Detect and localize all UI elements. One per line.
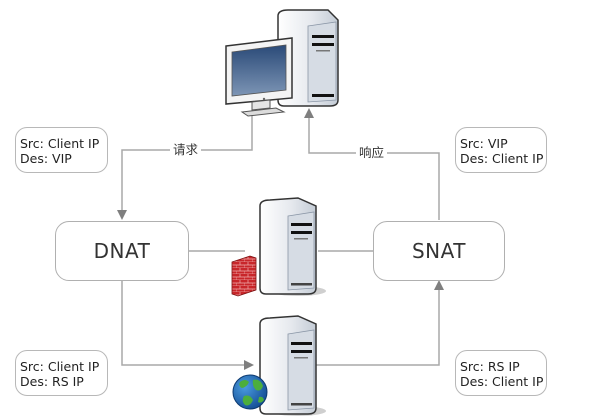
server-with-firewall-icon <box>231 197 326 297</box>
note-des: Des: Client IP <box>460 151 544 166</box>
snat-label: SNAT <box>411 239 466 263</box>
note-des: Des: VIP <box>20 151 72 166</box>
note-des: Des: RS IP <box>20 374 84 389</box>
rs-snat-edge <box>316 280 444 366</box>
note-src: Src: Client IP <box>20 136 100 151</box>
desktop-computer-icon <box>225 9 339 117</box>
server-with-globe-icon <box>232 315 326 416</box>
note-request-header: Src: Client IP Des: VIP <box>15 127 108 173</box>
dnat-rs-edge <box>121 281 254 370</box>
note-snat-header: Src: RS IP Des: Client IP <box>455 350 547 396</box>
dnat-node: DNAT <box>55 221 189 281</box>
note-src: Src: Client IP <box>20 359 100 374</box>
note-dnat-header: Src: Client IP Des: RS IP <box>15 350 108 396</box>
response-label: 响应 <box>356 146 388 160</box>
request-label: 请求 <box>170 143 202 157</box>
response-edge <box>304 108 440 220</box>
note-response-header: Src: VIP Des: Client IP <box>455 127 547 173</box>
dnat-label: DNAT <box>93 239 151 263</box>
note-des: Des: Client IP <box>460 374 544 389</box>
note-src: Src: VIP <box>460 136 508 151</box>
note-src: Src: RS IP <box>460 359 520 374</box>
snat-node: SNAT <box>373 221 505 281</box>
